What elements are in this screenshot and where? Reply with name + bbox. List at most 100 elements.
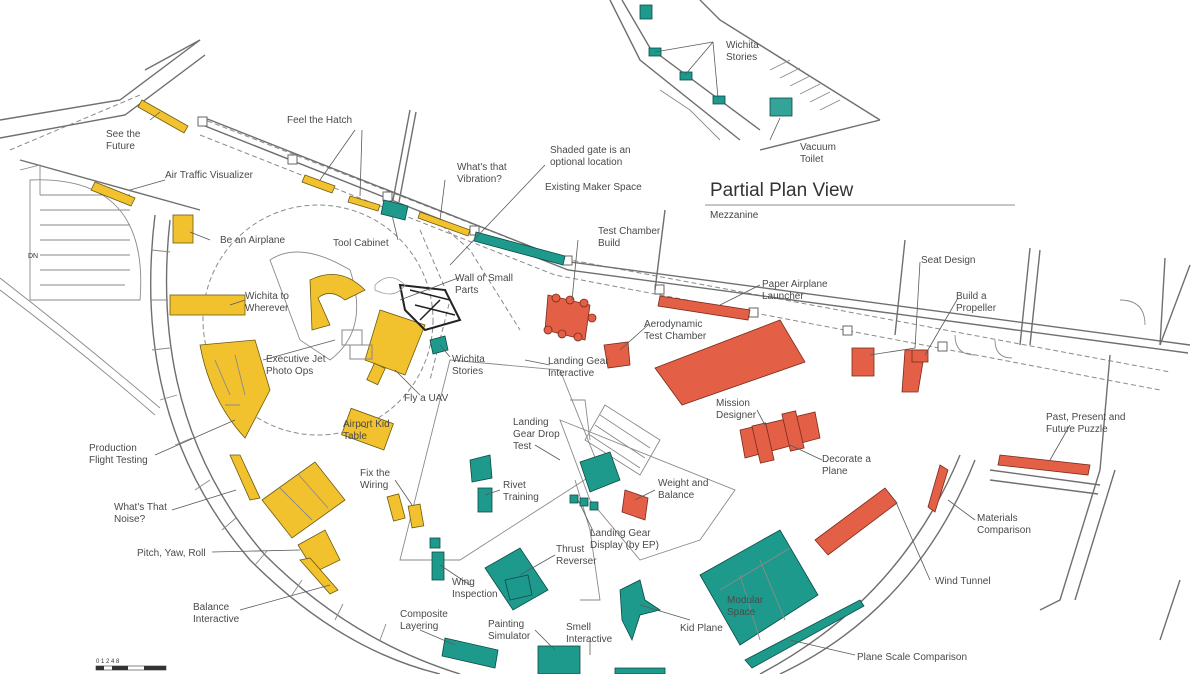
scale-bar-label: 0 1 2 4 8: [96, 659, 120, 665]
label-line: Executive Jet: [266, 354, 326, 365]
label-line: Training: [503, 492, 539, 503]
label-line: Shaded gate is an: [550, 145, 631, 156]
building-walls: [0, 0, 1191, 641]
label-line: Future Puzzle: [1046, 424, 1108, 435]
label-line: Wichita to: [245, 291, 289, 302]
label-existing-maker: Existing Maker Space: [545, 182, 642, 193]
label-line: Production: [89, 443, 137, 454]
label-line: Space: [727, 607, 756, 618]
red-exhibits: [543, 293, 1091, 556]
label-line: Smell: [566, 622, 591, 633]
model-objects: [341, 277, 462, 360]
label-line: Airport Kid: [343, 419, 390, 430]
label-line: Build: [598, 238, 620, 249]
label-line: Toilet: [800, 154, 824, 165]
label-line: Noise?: [114, 514, 146, 525]
label-line: Interactive: [193, 614, 240, 625]
title-block: Partial Plan View Mezzanine DN: [28, 180, 1015, 260]
label-line: Balance: [193, 602, 230, 613]
label-line: Wind Tunnel: [935, 576, 991, 587]
label-line: Painting: [488, 619, 524, 630]
label-be-an-airplane: Be an Airplane: [220, 235, 285, 246]
label-line: Decorate a: [822, 454, 871, 465]
label-line: Display (by EP): [590, 540, 659, 551]
label-line: Materials: [977, 513, 1018, 524]
label-line: Aerodynamic: [644, 319, 702, 330]
label-line: Rivet: [503, 480, 526, 491]
label-line: What's That: [114, 502, 167, 513]
label-line: Stories: [452, 366, 483, 377]
label-line: Tool Cabinet: [333, 238, 389, 249]
label-line: Pitch, Yaw, Roll: [137, 548, 206, 559]
label-line: Landing: [513, 417, 549, 428]
label-line: Paper Airplane: [762, 279, 828, 290]
scale-bar: 0 1 2 4 8: [95, 659, 167, 671]
label-line: Vacuum: [800, 142, 836, 153]
label-line: Landing Gear: [548, 356, 609, 367]
label-line: Comparison: [977, 525, 1031, 536]
label-air-traffic: Air Traffic Visualizer: [165, 170, 254, 181]
label-line: Wichita: [726, 40, 759, 51]
leader-lines: [129, 41, 1071, 656]
label-line: Propeller: [956, 303, 997, 314]
label-line: What's that: [457, 162, 507, 173]
label-line: Wichita: [452, 354, 485, 365]
label-line: Launcher: [762, 291, 804, 302]
label-line: Past, Present and: [1046, 412, 1126, 423]
label-line: Wing: [452, 577, 475, 588]
label-line: Composite: [400, 609, 448, 620]
label-fly-a-uav: Fly a UAV: [404, 393, 449, 404]
label-line: Layering: [400, 621, 438, 632]
label-line: Wall of Small: [455, 273, 513, 284]
curved-gallery-wall: [0, 214, 976, 674]
label-line: Weight and: [658, 478, 708, 489]
label-line: Flight Testing: [89, 455, 148, 466]
stairwell-upper-left: [19, 164, 142, 301]
label-line: See the: [106, 129, 141, 140]
label-line: Stories: [726, 52, 757, 63]
label-line: Gear Drop: [513, 429, 560, 440]
label-line: Seat Design: [921, 255, 975, 266]
label-line: Balance: [658, 490, 695, 501]
label-line: Simulator: [488, 631, 531, 642]
label-line: Be an Airplane: [220, 235, 285, 246]
label-line: Build a: [956, 291, 987, 302]
label-line: Test Chamber: [598, 226, 661, 237]
label-line: Plane Scale Comparison: [857, 652, 967, 663]
label-line: Interactive: [548, 368, 595, 379]
label-line: Wherever: [245, 303, 289, 314]
label-wind-tunnel: Wind Tunnel: [935, 576, 991, 587]
label-seat-design: Seat Design: [921, 255, 975, 266]
label-line: Air Traffic Visualizer: [165, 170, 254, 181]
teal-exhibits: [380, 4, 865, 674]
label-line: Fix the: [360, 468, 390, 479]
